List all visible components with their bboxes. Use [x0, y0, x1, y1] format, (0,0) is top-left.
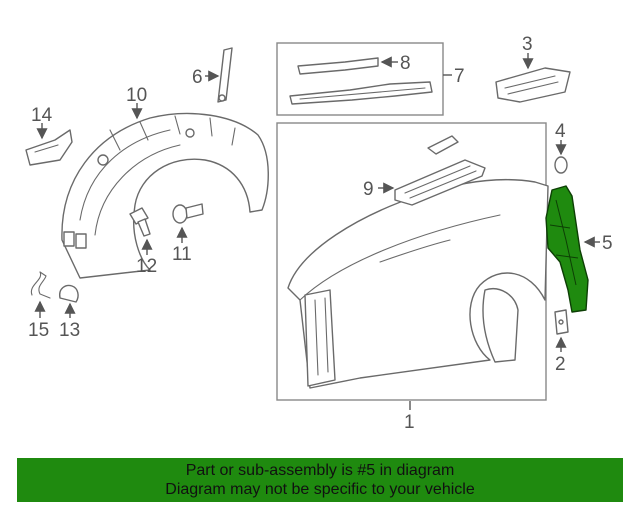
hinge-bracket-part-3[interactable] — [495, 67, 571, 103]
bracket-part-7[interactable] — [289, 81, 433, 105]
grommet-part-4[interactable] — [554, 156, 568, 174]
callout-1[interactable]: 1 — [404, 412, 415, 433]
strap-part-6[interactable] — [217, 47, 233, 103]
callout-8[interactable]: 8 — [400, 53, 411, 74]
callout-5[interactable]: 5 — [602, 233, 613, 254]
screw-part-12[interactable] — [129, 207, 151, 237]
callout-7[interactable]: 7 — [454, 66, 465, 87]
clip-part-2[interactable] — [554, 309, 569, 335]
callout-15[interactable]: 15 — [28, 320, 49, 341]
callout-14[interactable]: 14 — [31, 105, 53, 126]
callout-6[interactable]: 6 — [192, 67, 203, 88]
callout-10[interactable]: 10 — [126, 85, 147, 106]
clip-part-15[interactable] — [30, 271, 51, 299]
callout-13[interactable]: 13 — [59, 320, 80, 341]
callout-3[interactable]: 3 — [522, 34, 533, 55]
bracket-part-14[interactable] — [25, 129, 73, 166]
bracket-part-8[interactable] — [297, 57, 379, 75]
wheelhouse-liner-part-10[interactable] — [61, 112, 269, 279]
callout-9[interactable]: 9 — [363, 179, 374, 200]
banner-line-disclaimer: Diagram may not be specific to your vehi… — [165, 481, 475, 498]
banner-line-part: Part or sub-assembly is #5 in diagram — [185, 462, 455, 479]
bolt-part-11[interactable] — [172, 203, 204, 224]
clip-part-13[interactable] — [58, 284, 79, 303]
upper-bracket-part-9[interactable] — [394, 135, 486, 206]
callout-12[interactable]: 12 — [136, 256, 157, 277]
fender-part-1[interactable] — [287, 178, 549, 389]
callout-11[interactable]: 11 — [172, 244, 192, 265]
insulator-part-5[interactable] — [545, 185, 589, 313]
callout-2[interactable]: 2 — [555, 354, 566, 375]
bracket-group-frame — [276, 42, 444, 116]
callout-4[interactable]: 4 — [555, 121, 566, 142]
part-notice-banner: Part or sub-assembly is #5 in diagram Di… — [17, 458, 623, 502]
